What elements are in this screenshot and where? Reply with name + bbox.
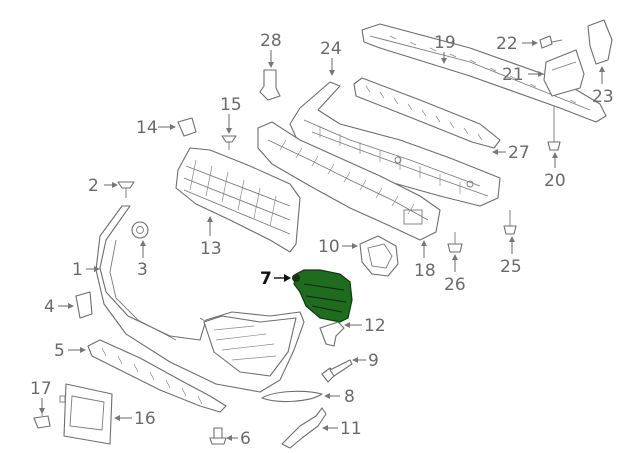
callout-5[interactable]: 5 (54, 341, 65, 361)
callout-1[interactable]: 1 (72, 260, 83, 280)
part-2-clip[interactable] (117, 181, 135, 198)
part-5-lower-spoiler[interactable] (87, 339, 227, 413)
callout-16[interactable]: 16 (134, 409, 156, 429)
callout-22[interactable]: 22 (496, 34, 518, 54)
part-16-plate-bracket[interactable] (59, 383, 113, 445)
callout-7[interactable]: 7 (260, 269, 272, 289)
part-25-bolt[interactable] (503, 210, 517, 235)
callout-11[interactable]: 11 (340, 419, 362, 439)
part-19-reinforcement-bar[interactable] (361, 23, 607, 123)
callout-18[interactable]: 18 (414, 261, 436, 281)
callout-4[interactable]: 4 (44, 297, 55, 317)
part-10-bezel[interactable] (359, 235, 399, 277)
callout-20[interactable]: 20 (544, 171, 566, 191)
callout-9[interactable]: 9 (368, 351, 379, 371)
part-15-bolt[interactable] (221, 135, 237, 150)
callout-15[interactable]: 15 (220, 95, 242, 115)
leader-lines (39, 40, 605, 441)
callout-23[interactable]: 23 (592, 87, 614, 107)
callout-12[interactable]: 12 (364, 316, 386, 336)
callout-labels: 1 2 3 4 5 6 7 8 9 10 11 12 13 14 15 16 1… (30, 31, 614, 449)
callout-27[interactable]: 27 (508, 143, 530, 163)
callout-2[interactable]: 2 (88, 176, 99, 196)
part-27-absorber-strip[interactable] (353, 77, 501, 149)
callout-26[interactable]: 26 (444, 275, 466, 295)
callout-6[interactable]: 6 (240, 429, 251, 449)
callout-25[interactable]: 25 (500, 257, 522, 277)
callout-24[interactable]: 24 (320, 39, 342, 59)
callout-21[interactable]: 21 (502, 65, 524, 85)
part-20-long-bolt[interactable] (547, 106, 561, 151)
part-28-mount[interactable] (259, 69, 281, 101)
callout-28[interactable]: 28 (260, 31, 282, 51)
part-14-bracket[interactable] (177, 117, 197, 137)
callout-14[interactable]: 14 (136, 118, 158, 138)
part-1-bumper-cover[interactable] (95, 205, 305, 393)
part-18-lower-carrier[interactable] (257, 121, 441, 241)
callout-13[interactable]: 13 (200, 239, 222, 259)
part-26-clip[interactable] (447, 232, 463, 253)
part-6-clip[interactable] (209, 427, 227, 445)
part-13-grille[interactable] (175, 147, 301, 253)
part-23-bracket[interactable] (587, 19, 613, 65)
part-7-highlighted-bracket[interactable] (292, 269, 353, 323)
part-11-lower-bracket[interactable] (281, 407, 327, 449)
part-3-nut[interactable] (131, 221, 149, 239)
callout-19[interactable]: 19 (434, 33, 456, 53)
callout-10[interactable]: 10 (318, 237, 340, 257)
callout-8[interactable]: 8 (344, 387, 355, 407)
part-9-bolt[interactable] (321, 359, 353, 383)
callout-3[interactable]: 3 (137, 260, 148, 280)
callout-17[interactable]: 17 (30, 379, 52, 399)
part-21-crash-box[interactable] (543, 49, 585, 97)
part-8-trim-strip[interactable] (261, 390, 323, 403)
part-4-tow-cover[interactable] (75, 291, 93, 319)
part-22-bolt[interactable] (539, 35, 563, 49)
part-12-bracket[interactable] (319, 321, 345, 347)
